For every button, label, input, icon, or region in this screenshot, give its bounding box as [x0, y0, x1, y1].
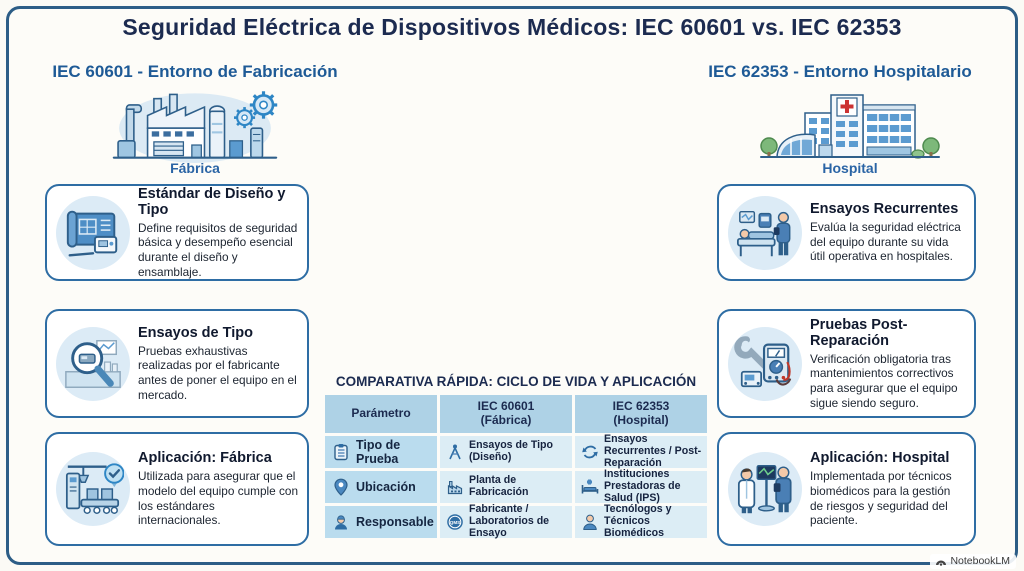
card-body: Pruebas exhaustivas realizadas por el fa…	[138, 343, 297, 402]
card-body: Implementada por técnicos biomédicos par…	[810, 469, 952, 528]
watermark: NotebookLM	[930, 554, 1016, 569]
card-title: Aplicación: Hospital	[810, 450, 950, 467]
clipboard-icon	[334, 444, 348, 461]
card-estandar-diseno: Estándar de Diseño y Tipo Define requisi…	[45, 184, 309, 281]
column-header-iec60601: IEC 60601 (Fábrica)	[440, 395, 572, 433]
table-row-param-responsable: Responsable	[325, 506, 437, 538]
gear-small-icon	[234, 107, 256, 129]
section-header-iec60601: IEC 60601 - Entorno de Fabricación	[52, 62, 338, 81]
location-pin-icon	[334, 478, 348, 496]
card-body: Utilizada para asegurar que el modelo de…	[138, 469, 299, 528]
card-body: Verificación obligatoria tras mantenimie…	[810, 351, 958, 410]
table-cell: Instituciones Prestadoras de Salud (IPS)	[575, 468, 707, 504]
notebooklm-logo-icon	[936, 560, 947, 566]
blueprint-icon	[56, 195, 130, 270]
medical-staff-icon	[728, 452, 802, 526]
card-ensayos-tipo: Ensayos de Tipo Pruebas exhaustivas real…	[45, 309, 309, 418]
check-badge-icon	[104, 463, 124, 488]
table-row-param-tipo-de-prueba: Tipo de Prueba	[325, 436, 437, 468]
card-ensayos-recurrentes: Ensayos Recurrentes Evalúa la seguridad …	[717, 184, 976, 281]
gear-large-icon	[249, 91, 278, 119]
table-cell: QMS Fabricante / Laboratorios de Ensayo	[440, 503, 572, 539]
red-cross-icon	[840, 100, 854, 113]
hospital-caption: Hospital	[822, 160, 878, 176]
comparison-table: Parámetro IEC 60601 (Fábrica) IEC 62353 …	[325, 395, 707, 539]
table-row-param-ubicacion: Ubicación	[325, 471, 437, 503]
factory-caption: Fábrica	[170, 160, 220, 176]
column-header-iec62353: IEC 62353 (Hospital)	[575, 395, 707, 433]
card-title: Pruebas Post-Reparación	[810, 316, 908, 349]
card-aplicacion-fabrica: Aplicación: Fábrica Utilizada para asegu…	[45, 432, 309, 546]
card-pruebas-post-reparacion: Pruebas Post-Reparación Verificación obl…	[717, 309, 976, 418]
column-header-parametro: Parámetro	[325, 395, 437, 433]
recurring-arrows-icon	[582, 445, 598, 459]
patient-bed-icon	[728, 195, 802, 270]
drafting-compass-icon	[449, 444, 461, 460]
engineer-icon	[335, 515, 347, 530]
section-header-iec62353: IEC 62353 - Entorno Hospitalario	[708, 62, 972, 81]
svg-text:QMS: QMS	[450, 520, 460, 525]
technician-icon	[583, 514, 597, 530]
magnifier-lab-icon	[56, 326, 130, 401]
table-cell: Ensayos Recurrentes / Post-Reparación	[575, 433, 707, 469]
hospital-illustration	[755, 86, 945, 164]
assembly-line-icon	[56, 452, 130, 526]
factory-small-icon	[447, 481, 463, 495]
card-title: Estándar de Diseño y Tipo	[138, 185, 286, 218]
wrench-multimeter-icon	[728, 326, 802, 401]
hospital-bed-small-icon	[581, 479, 599, 494]
table-cell: Ensayos de Tipo (Diseño)	[440, 436, 572, 468]
card-title: Ensayos de Tipo	[138, 324, 253, 341]
table-cell: Tecnólogos y Técnicos Biomédicos	[575, 503, 707, 539]
page-title: Seguridad Eléctrica de Dispositivos Médi…	[122, 14, 902, 40]
watermark-label: NotebookLM	[950, 555, 1010, 567]
card-title: Ensayos Recurrentes	[810, 201, 959, 218]
factory-illustration	[105, 86, 285, 164]
comparison-table-title: COMPARATIVA RÁPIDA: CICLO DE VIDA Y APLI…	[335, 374, 697, 389]
card-body: Define requisitos de seguridad básica y …	[138, 220, 298, 279]
card-body: Evalúa la seguridad eléctrica del equipo…	[810, 220, 961, 264]
table-cell: Planta de Fabricación	[440, 471, 572, 503]
card-title: Aplicación: Fábrica	[138, 450, 272, 467]
card-aplicacion-hospital: Aplicación: Hospital Implementada por té…	[717, 432, 976, 546]
qms-badge-icon: QMS	[447, 514, 463, 530]
